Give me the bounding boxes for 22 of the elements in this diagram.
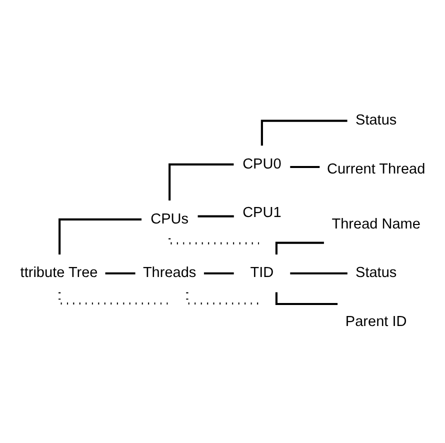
- connector: [290, 166, 320, 168]
- connector: [204, 272, 234, 274]
- connector: [290, 272, 348, 274]
- connector: [105, 272, 136, 274]
- connector: [198, 215, 234, 218]
- node-text: Thread Name: [332, 216, 420, 232]
- connector: [58, 218, 142, 255]
- connector: [168, 163, 234, 200]
- connector: [260, 120, 348, 146]
- connector: [275, 242, 324, 255]
- connector: [275, 292, 338, 306]
- node-text: Parent ID: [345, 314, 407, 330]
- node-text: Threads: [142, 265, 196, 282]
- node-text: Current Thread: [327, 161, 426, 178]
- connector: [168, 238, 262, 244]
- node-text: CPUs: [150, 211, 189, 228]
- node-text: CPU0: [242, 156, 282, 172]
- node-text: Status: [356, 112, 397, 129]
- node-text: TID: [250, 265, 274, 282]
- node-text: ttribute Tree: [20, 265, 98, 282]
- node-text: CPU1: [242, 205, 282, 222]
- node-text: Status: [356, 265, 397, 282]
